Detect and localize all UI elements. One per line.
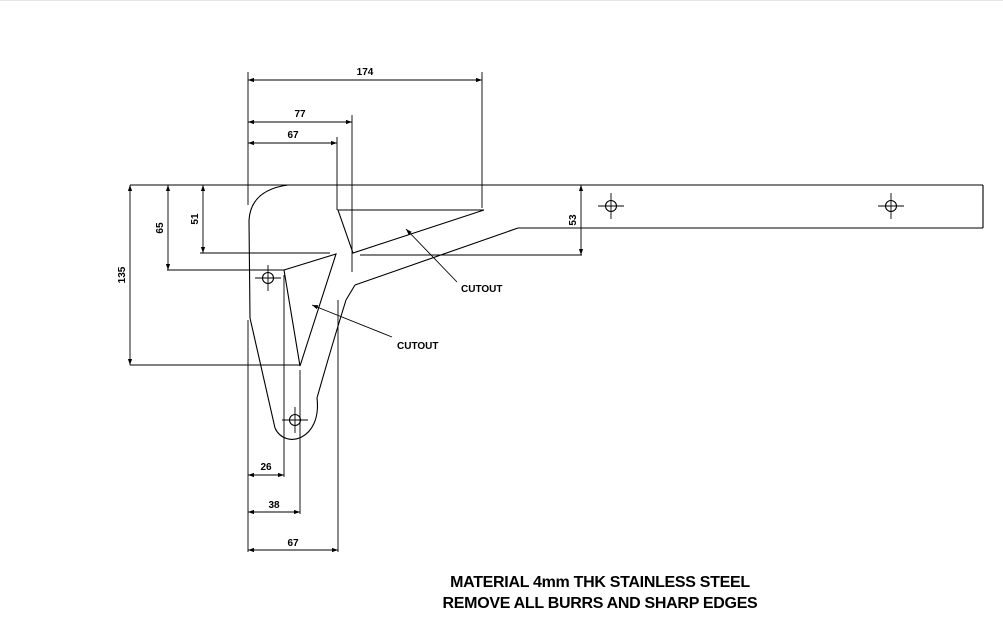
dim-67-bottom: 67 bbox=[287, 538, 299, 549]
extension-lines bbox=[130, 72, 582, 552]
dim-38: 38 bbox=[268, 500, 280, 511]
part-outline bbox=[248, 184, 984, 440]
dim-174: 174 bbox=[357, 67, 374, 78]
hole-3 bbox=[598, 193, 624, 219]
dim-26: 26 bbox=[260, 462, 272, 473]
dim-135: 135 bbox=[117, 266, 128, 283]
material-note: MATERIAL 4mm THK STAINLESS STEEL bbox=[450, 574, 750, 591]
hole-4 bbox=[878, 193, 904, 219]
top-border-line bbox=[0, 0, 1003, 1]
dim-67-top: 67 bbox=[287, 130, 299, 141]
cutout-label-upper: CUTOUT bbox=[461, 284, 502, 295]
cutout-lower bbox=[283, 253, 337, 367]
dim-65: 65 bbox=[155, 222, 166, 234]
cutout-leaders bbox=[311, 228, 458, 338]
dimension-lines bbox=[127, 77, 584, 553]
dim-51: 51 bbox=[190, 213, 201, 225]
hole-2 bbox=[282, 407, 308, 433]
cutout-label-lower: CUTOUT bbox=[397, 341, 438, 352]
dim-53: 53 bbox=[568, 214, 579, 226]
finish-note: REMOVE ALL BURRS AND SHARP EDGES bbox=[442, 595, 758, 612]
cutout-upper bbox=[337, 209, 485, 254]
hole-1 bbox=[255, 265, 281, 291]
dim-77: 77 bbox=[294, 109, 306, 120]
